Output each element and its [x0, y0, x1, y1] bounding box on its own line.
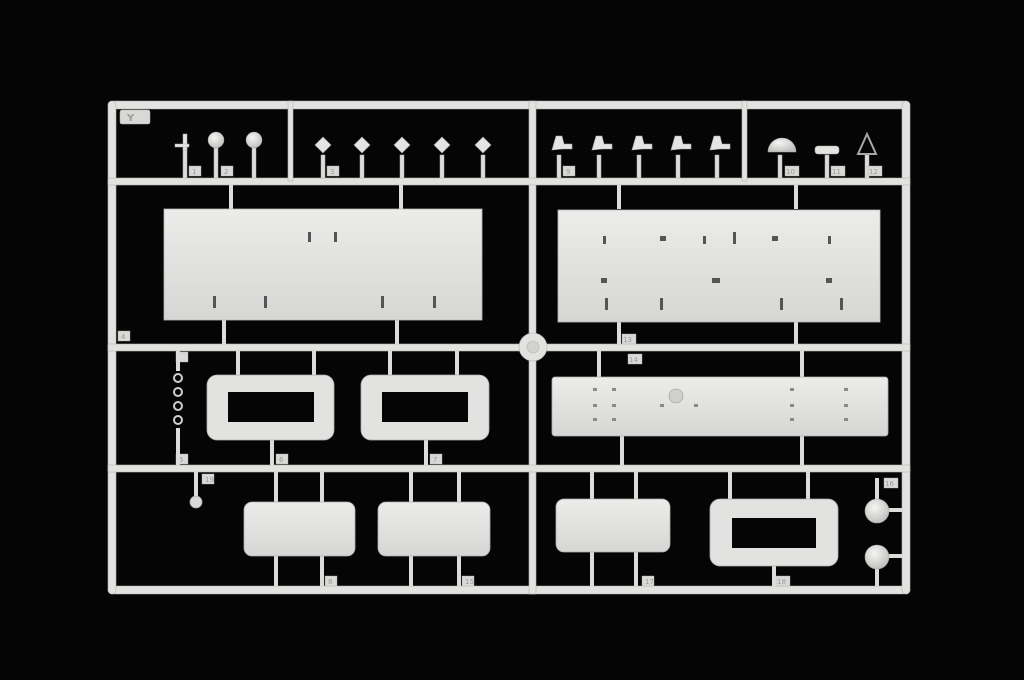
svg-text:1: 1 [192, 168, 196, 176]
frame-rail-3 [107, 464, 911, 473]
svg-text:14: 14 [629, 356, 638, 364]
box-part-b [377, 472, 491, 586]
svg-text:11: 11 [832, 168, 841, 176]
frame-divider-b [741, 100, 748, 182]
seated-figure-parts [551, 135, 731, 151]
part-cap [814, 145, 840, 155]
sprue-hub-inner [526, 340, 540, 354]
svg-text:17: 17 [645, 578, 654, 586]
small-ring-part [189, 495, 203, 509]
part-stand [856, 131, 878, 155]
part-ball-b [245, 131, 263, 149]
svg-text:13: 13 [623, 336, 632, 344]
box-part-c [555, 472, 671, 586]
sprue-code: Y [126, 113, 135, 124]
frame-outer-top [107, 100, 911, 110]
svg-text:19: 19 [205, 476, 214, 484]
svg-text:3: 3 [330, 168, 334, 176]
long-beam-part [551, 351, 889, 465]
svg-text:10: 10 [786, 168, 795, 176]
svg-text:16: 16 [885, 480, 894, 488]
part-dome [767, 137, 797, 153]
ring-gate [194, 472, 198, 496]
svg-text:6: 6 [279, 456, 284, 464]
svg-text:15: 15 [465, 578, 474, 586]
panel-left [163, 185, 483, 344]
clip-parts-left [314, 136, 492, 154]
box-part-a [243, 472, 356, 586]
frame-rail-2 [107, 343, 911, 352]
part-1-peg [174, 133, 190, 151]
open-frame-c [709, 472, 839, 586]
part-ball-a [207, 131, 225, 149]
svg-text:4: 4 [121, 333, 126, 341]
svg-text:18: 18 [777, 578, 786, 586]
open-frame-a [206, 351, 335, 465]
frame-divider-a [287, 100, 294, 182]
open-frame-b [360, 351, 490, 465]
svg-text:9: 9 [566, 168, 570, 176]
sprue-code-tab [119, 109, 151, 125]
frame-rail-1 [107, 177, 911, 186]
svg-text:2: 2 [224, 168, 228, 176]
sprue-frame [107, 100, 911, 595]
svg-text:8: 8 [328, 578, 332, 586]
row1-gates [182, 147, 870, 179]
frame-outer-bottom [107, 585, 911, 595]
chain-part [173, 351, 183, 465]
panel-right [557, 185, 881, 344]
ball-parts-right [864, 478, 902, 586]
part-number-labels: 1 2 3 9 10 11 12 4 13 14 6 7 5 16 8 15 1… [121, 168, 894, 586]
svg-text:7: 7 [433, 456, 437, 464]
svg-text:12: 12 [869, 168, 878, 176]
svg-text:5: 5 [179, 456, 183, 464]
part-number-tags [117, 165, 899, 587]
